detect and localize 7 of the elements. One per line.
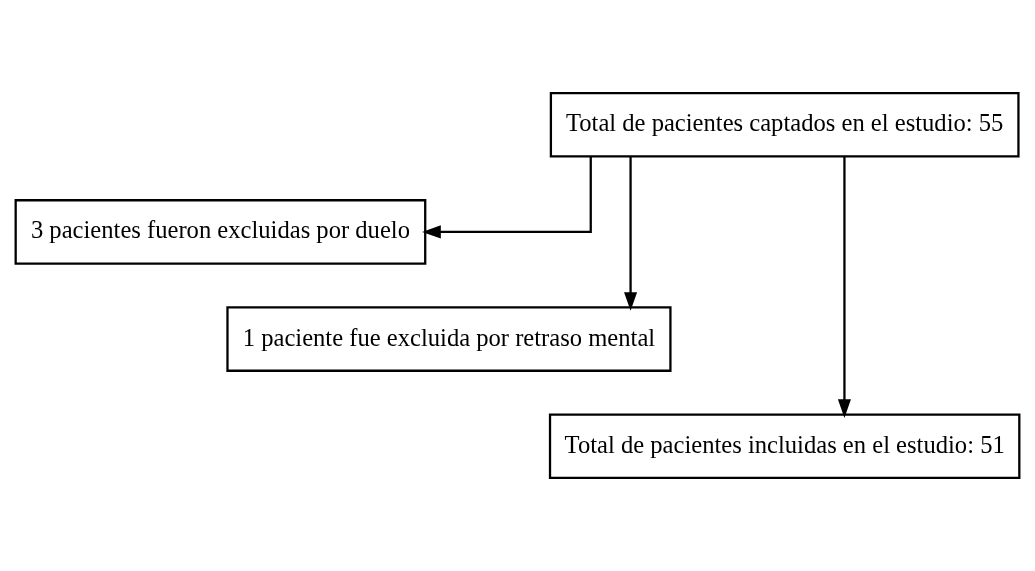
node-box: 3 pacientes fueron excluidas por duelo — [14, 199, 427, 265]
node-box: 1 paciente fue excluida por retraso mental — [226, 306, 672, 372]
arrow — [422, 156, 592, 239]
arrow — [624, 156, 638, 311]
node-box: Total de pacientes incluidas en el estudio: 51 — [548, 413, 1021, 480]
arrow — [837, 156, 851, 418]
node-box: Total de pacientes captados en el estudio: 55 — [549, 91, 1020, 158]
